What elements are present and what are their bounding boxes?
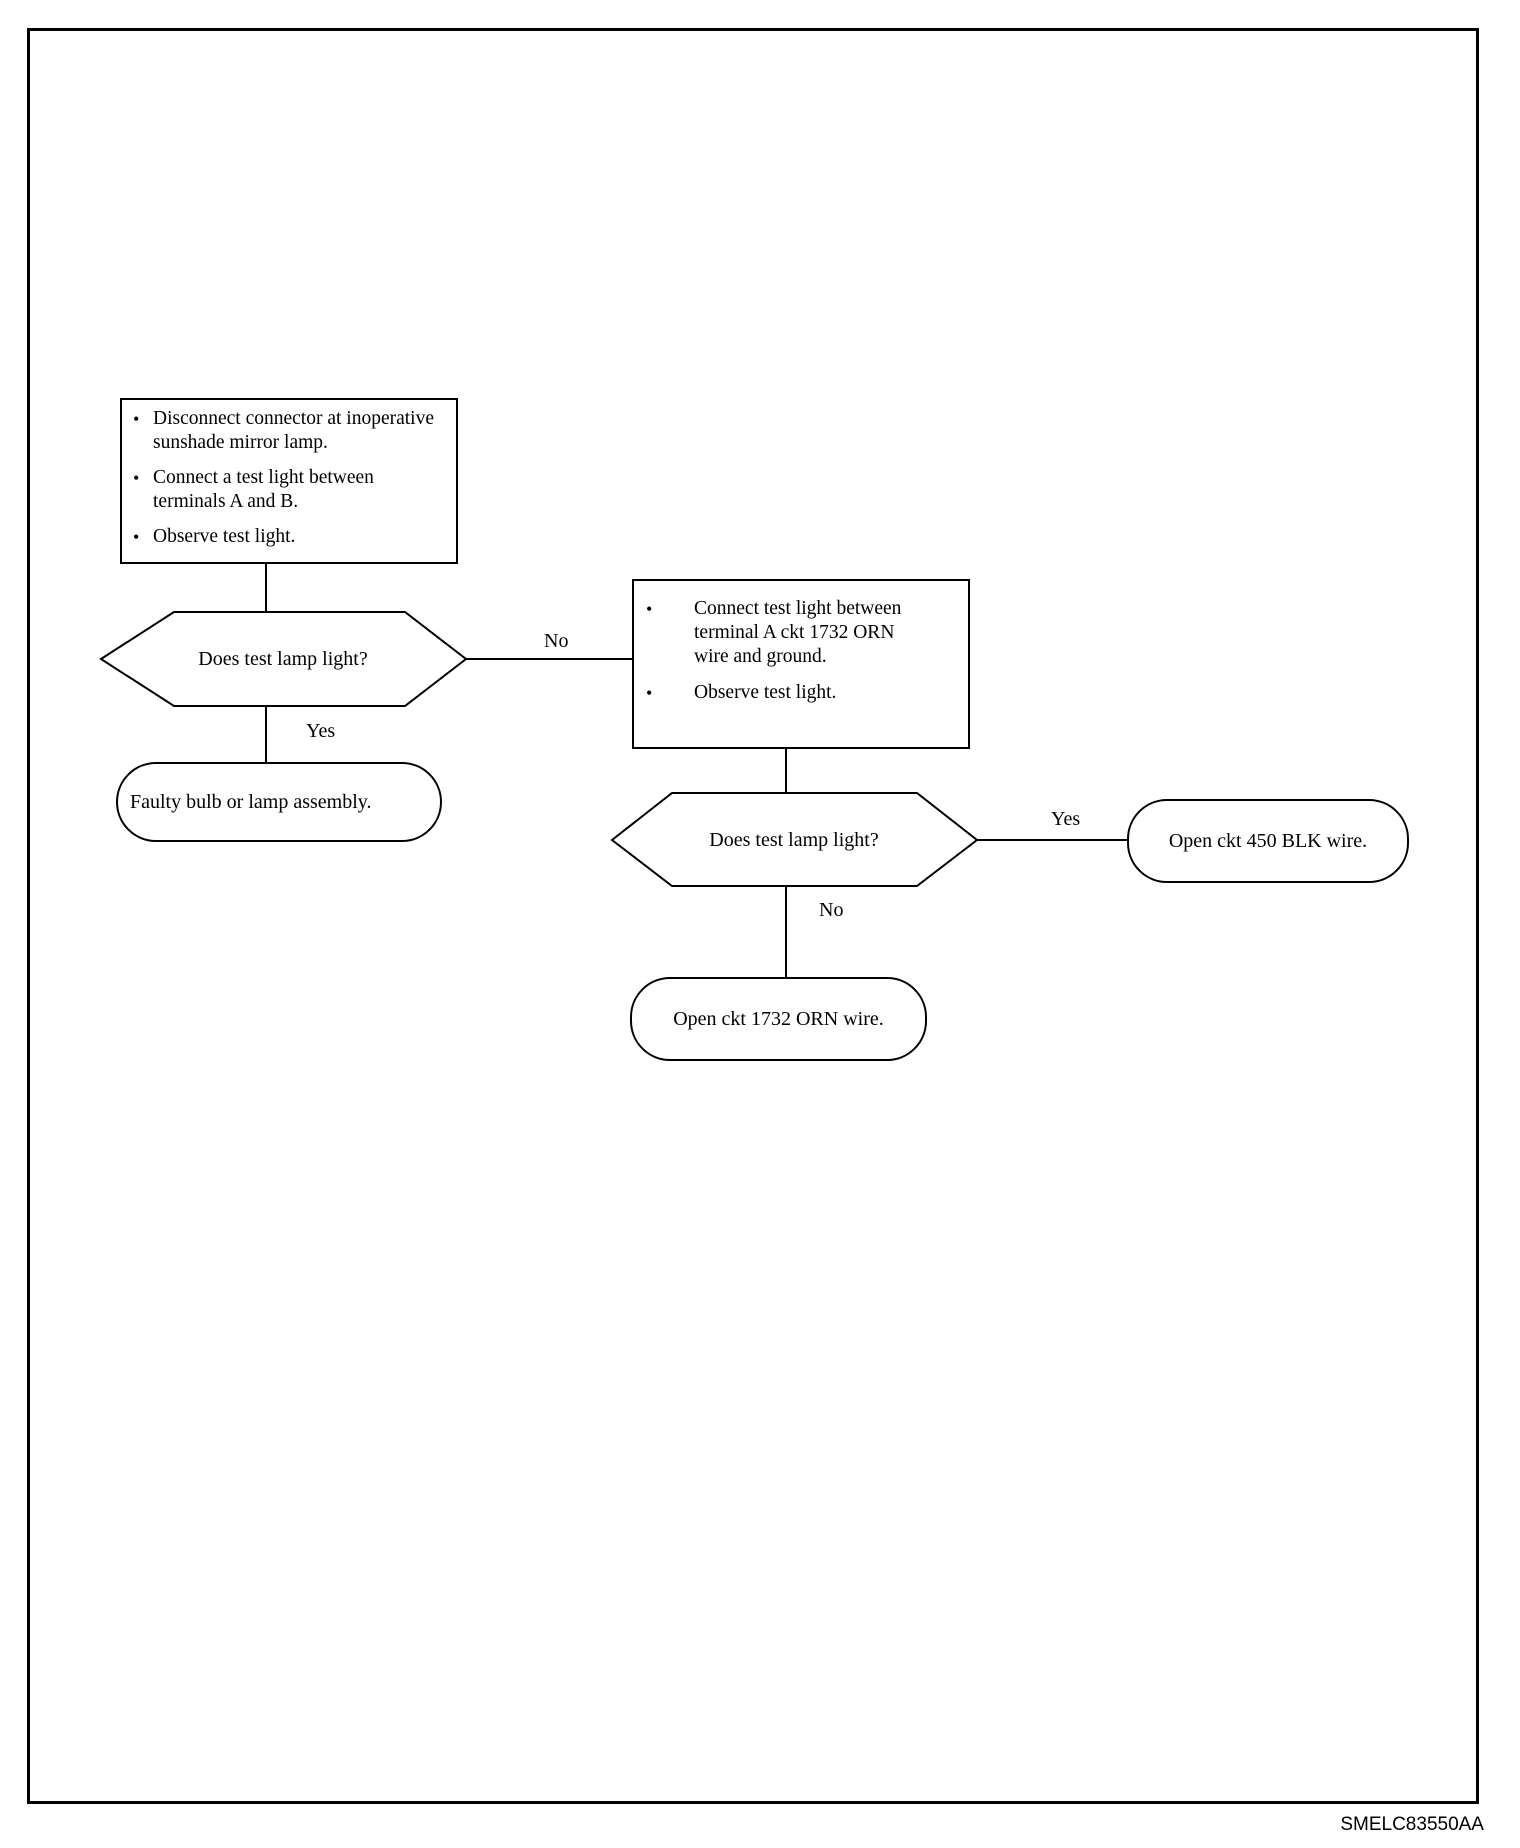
decision1-no-label: No [544,630,569,652]
decision1-shape [99,611,468,707]
decision1-yes-label: Yes [306,720,336,742]
decision2-yes-label: Yes [1051,808,1081,830]
result3-terminal: Open ckt 1732 ORN wire. [630,977,927,1061]
figure-code: SMELC83550AA [1340,1814,1484,1835]
step2-item: Connect test light between terminal A ck… [646,597,924,669]
decision2-no-label: No [819,899,844,921]
decision2-shape [610,792,979,887]
step1-item: Observe test light. [133,525,456,549]
result1-text: Faulty bulb or lamp assembly. [130,790,372,813]
result1-terminal: Faulty bulb or lamp assembly. [116,762,442,842]
decision2-text: Does test lamp light? [709,829,879,851]
step1-item: Disconnect connector at inoperative suns… [133,407,453,455]
step1-item: Connect a test light between terminals A… [133,466,403,514]
result2-text: Open ckt 450 BLK wire. [1168,829,1368,852]
step2-item: Observe test light. [646,681,968,705]
result3-text: Open ckt 1732 ORN wire. [673,1007,884,1030]
diagram-frame [27,28,1479,1804]
step2-box: Connect test light between terminal A ck… [632,579,970,749]
step1-box: Disconnect connector at inoperative suns… [120,398,458,564]
result2-terminal: Open ckt 450 BLK wire. [1127,799,1409,883]
decision1-text: Does test lamp light? [198,648,368,670]
